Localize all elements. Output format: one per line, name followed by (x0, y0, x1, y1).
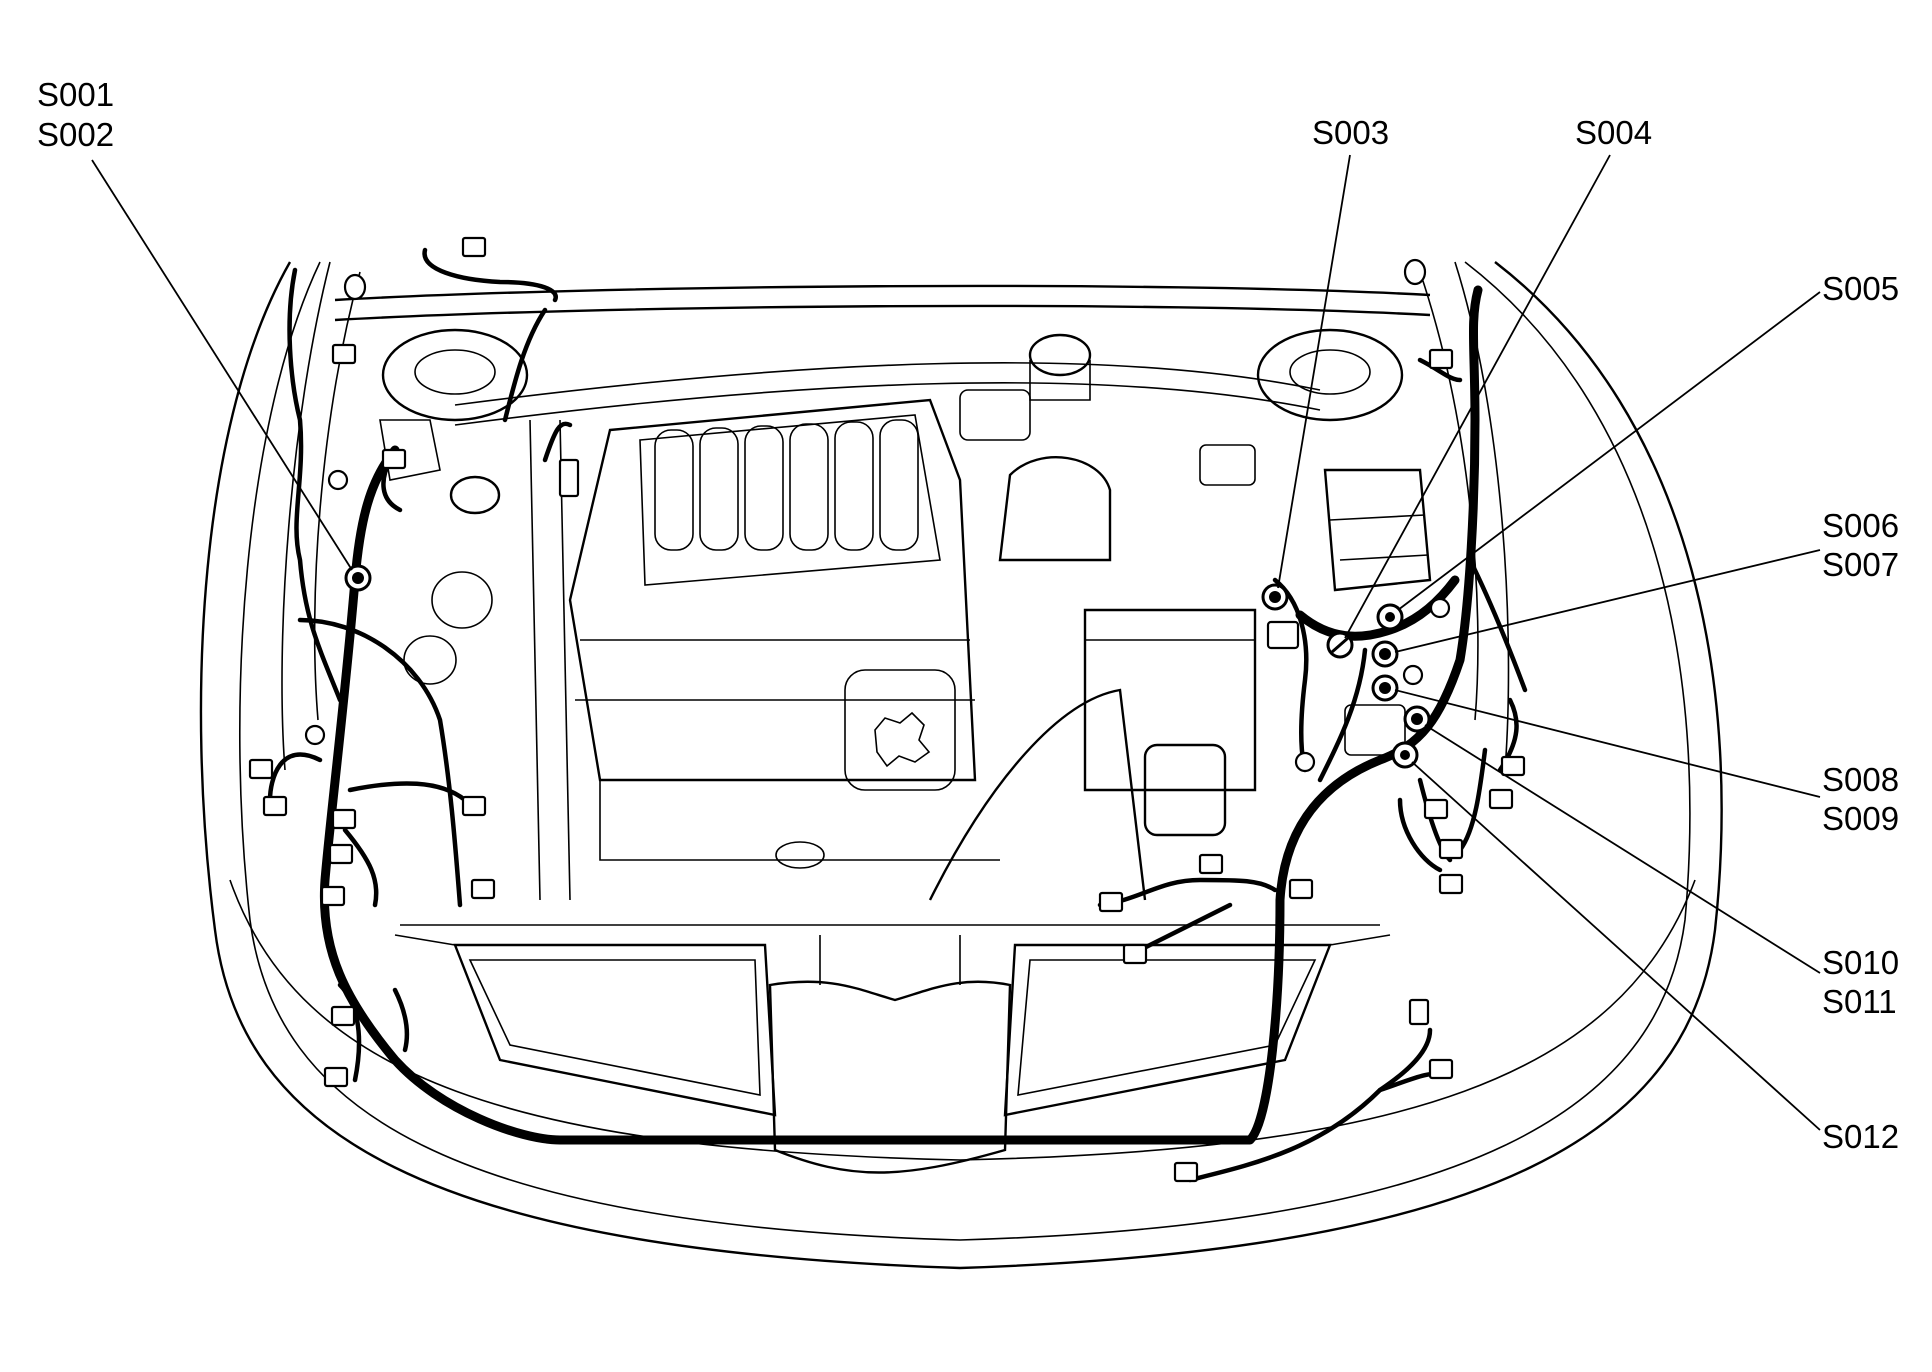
strut-towers (381, 328, 1404, 422)
connectors (248, 236, 1526, 1183)
label-s007: S007 (1822, 546, 1899, 583)
label-s009: S009 (1822, 800, 1899, 837)
label-s011: S011 (1822, 983, 1897, 1020)
label-s012: S012 (1822, 1118, 1899, 1155)
label-s005: S005 (1822, 270, 1899, 307)
splice-s008-s009-marker (1371, 674, 1399, 702)
vehicle-body-outline (199, 261, 1723, 1270)
cowl-bar (334, 284, 1431, 426)
engine-block (568, 398, 1000, 869)
splice-s004-marker (1326, 631, 1354, 659)
leader-s001-s002 (91, 159, 353, 571)
leader-s010-s011 (1424, 724, 1821, 974)
splice-points (344, 564, 1431, 769)
splice-labels: S001 S002 S003 S004 S005 S006 S007 S008 … (37, 76, 1899, 1155)
air-intake (928, 333, 1257, 901)
left-components (379, 419, 571, 901)
leader-lines (91, 154, 1821, 1131)
leader-s003 (1277, 154, 1351, 589)
splice-s001-s002-marker (344, 564, 372, 592)
label-s001: S001 (37, 76, 114, 113)
leader-s005 (1397, 291, 1821, 611)
label-s010: S010 (1822, 944, 1899, 981)
leader-s006-s007 (1394, 549, 1821, 653)
label-s006: S006 (1822, 507, 1899, 544)
splice-s005-marker (1376, 603, 1404, 631)
label-s008: S008 (1822, 761, 1899, 798)
headlamps-grille (394, 924, 1391, 1174)
wiring-harness-branches (267, 247, 1528, 1183)
splice-s006-s007-marker (1371, 640, 1399, 668)
label-s003: S003 (1312, 114, 1389, 151)
label-s002: S002 (37, 116, 114, 153)
leader-s004 (1344, 154, 1611, 639)
leader-s008-s009 (1394, 689, 1821, 798)
splice-s012-marker (1391, 741, 1419, 769)
splice-s003-marker (1261, 583, 1289, 611)
splice-s010-s011-marker (1403, 705, 1431, 733)
leader-s012 (1411, 761, 1821, 1131)
label-s004: S004 (1575, 114, 1652, 151)
